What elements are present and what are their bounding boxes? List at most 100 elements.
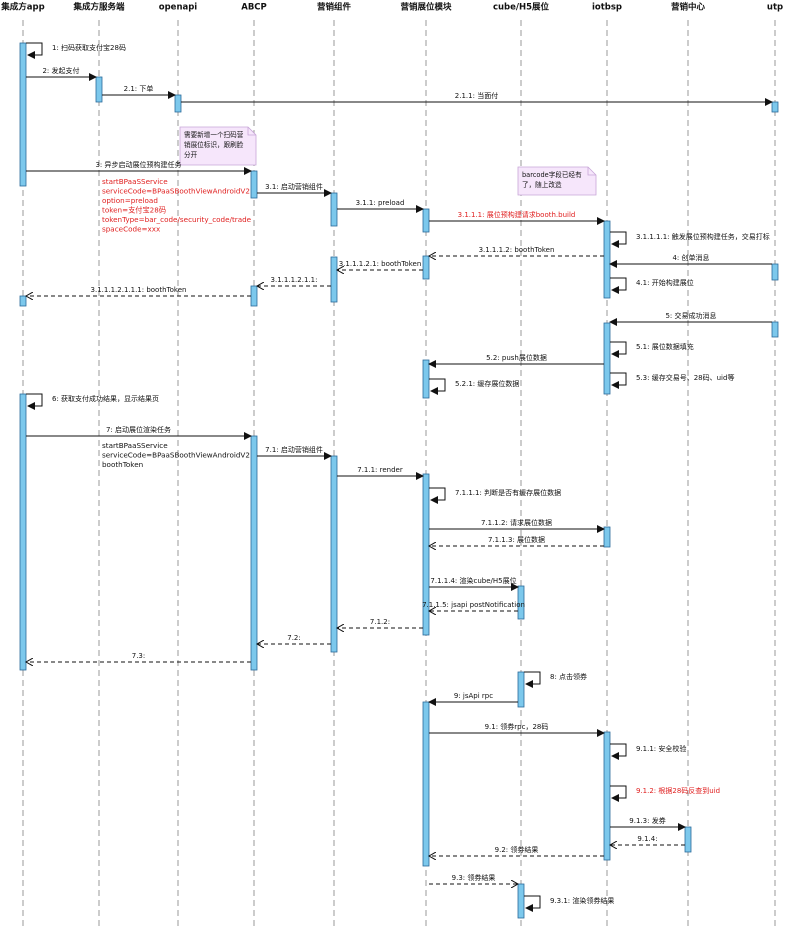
param-line: serviceCode=BPaaSBoothViewAndroidV2 (102, 187, 250, 196)
message[interactable]: 5.1: 展位数据填充 (610, 341, 694, 358)
participant-booth[interactable]: 营销展位模块 (387, 0, 465, 15)
participant-iotbsp[interactable]: iotbsp (568, 0, 646, 15)
message[interactable]: 7.1.1.4: 渲染cube/H5展位 (429, 576, 519, 591)
message[interactable]: 3.1.1.1.2: boothToken (429, 246, 604, 256)
message-label: 5.1: 展位数据填充 (636, 342, 694, 351)
message-label: 3.1.1.1.2.1: boothToken (339, 260, 422, 268)
participant-openapi[interactable]: openapi (139, 0, 217, 15)
message[interactable]: 9.1.2: 根据28码反查到uid (610, 785, 720, 802)
participant-name: openapi (159, 3, 198, 13)
message[interactable]: 7.1: 启动营销组件 (257, 445, 332, 460)
message-label: 2: 发起支付 (42, 66, 79, 75)
message[interactable]: 9.1.3: 发券 (610, 816, 686, 831)
message[interactable]: 7.1.1.3: 展位数据 (429, 535, 604, 546)
participant-app[interactable]: 集成方app (0, 0, 62, 15)
message[interactable]: 9.3: 领券结果 (429, 873, 518, 884)
message[interactable]: 9.1.1: 安全校验 (610, 743, 686, 760)
note-line: 需要新增一个扫码营 (184, 130, 244, 139)
message[interactable]: 5.2.1: 缓存展位数据 (429, 378, 519, 395)
message[interactable]: 3.1.1.1.2.1.1: (257, 276, 331, 286)
message[interactable]: 6: 获取支付成功结果，显示结果页 (26, 393, 159, 410)
message[interactable]: 5.2: push展位数据 (428, 353, 604, 368)
message[interactable]: 7.1.1.1: 判断是否有缓存展位数据 (429, 487, 561, 504)
self-call-arrow (524, 671, 541, 688)
self-call-arrow (26, 393, 43, 410)
participant-server[interactable]: 集成方服务端 (60, 0, 138, 15)
message[interactable]: 9.1.4: (610, 835, 685, 845)
participant-abcp[interactable]: ABCP (215, 0, 293, 15)
message[interactable]: 9.1: 领券rpc，28码 (429, 722, 605, 737)
note-line: 了，随上改造 (522, 180, 562, 189)
message[interactable]: 3.1.1.1.1: 触发展位预构建任务，交易打标 (610, 231, 770, 248)
message-label: 5.3: 缓存交易号、28码、uid等 (636, 373, 734, 382)
participant-utp[interactable]: utp (736, 0, 800, 15)
param-block: startBPaaSServiceserviceCode=BPaaSBoothV… (102, 441, 250, 469)
message-label: 5.2: push展位数据 (486, 353, 547, 362)
message-label: 4: 创单消息 (672, 253, 709, 262)
message[interactable]: 2: 发起支付 (26, 66, 97, 81)
self-call-arrow (610, 231, 627, 248)
message-label: 9.3: 领券结果 (452, 873, 496, 882)
activation-bar (422, 473, 430, 636)
message[interactable]: 3.1.1.1.2.1.1.1: boothToken (26, 286, 251, 296)
message[interactable]: 4: 创单消息 (609, 253, 772, 268)
self-call-arrow (610, 743, 627, 760)
message[interactable]: 7: 启动展位渲染任务 (26, 425, 252, 440)
message[interactable]: 7.1.1.2: 请求展位数据 (429, 518, 605, 533)
message-label: 2.1.1: 当面付 (455, 91, 498, 100)
message[interactable]: 2.1.1: 当面付 (181, 91, 773, 106)
participant-center[interactable]: 营销中心 (649, 0, 727, 15)
message-label: 9.2: 领券结果 (495, 845, 539, 854)
participant-mkt[interactable]: 营销组件 (295, 0, 373, 15)
message-label: 7.2: (287, 634, 301, 642)
message[interactable]: 9.2: 领券结果 (429, 845, 604, 856)
self-call-arrow (524, 895, 541, 912)
message[interactable]: 3.1: 启动营销组件 (257, 182, 332, 197)
participant-name: iotbsp (592, 3, 622, 13)
message-label: 9.1.1: 安全校验 (636, 744, 686, 753)
message[interactable]: 2.1: 下单 (102, 84, 176, 99)
message[interactable]: 7.1.1: render (337, 466, 424, 480)
self-call-arrow (610, 341, 627, 358)
message-label: 3.1: 启动营销组件 (265, 182, 323, 191)
message-label: 7.1.1.1: 判断是否有缓存展位数据 (455, 488, 561, 497)
message-label: 1: 扫码获取支付宝28码 (52, 43, 126, 52)
activation-bar (422, 208, 430, 233)
message[interactable]: 8: 点击领券 (524, 671, 587, 688)
message[interactable]: 3.1.1.1: 展位预构建请求booth.build (429, 210, 605, 225)
message-label: 3.1.1: preload (356, 199, 405, 207)
message[interactable]: 9: jsApi rpc (428, 692, 518, 706)
activation-bar (330, 256, 338, 303)
message-label: 3.1.1.1.2.1.1.1: boothToken (91, 286, 187, 294)
message-label: 2.1: 下单 (124, 84, 154, 93)
message-label: 3.1.1.1.1: 触发展位预构建任务，交易打标 (636, 232, 770, 241)
message-label: 9: jsApi rpc (454, 692, 493, 700)
activation-bar (422, 701, 430, 867)
activation-bar (95, 76, 103, 103)
message[interactable]: 4.1: 开始构建展位 (610, 277, 694, 294)
message[interactable]: 9.3.1: 渲染领券结果 (524, 895, 614, 912)
self-call-arrow (610, 785, 627, 802)
message[interactable]: 7.1.2: (337, 618, 423, 628)
message[interactable]: 3: 异步启动展位预构建任务 (26, 160, 252, 175)
message[interactable]: 1: 扫码获取支付宝28码 (26, 42, 126, 59)
message[interactable]: 7.2: (257, 634, 331, 644)
message[interactable]: 3.1.1.1.2.1: boothToken (337, 260, 423, 270)
message[interactable]: 7.3: (26, 652, 251, 662)
message[interactable]: 5: 交易成功消息 (609, 311, 772, 326)
message-label: 7.1.2: (370, 618, 390, 626)
message[interactable]: 3.1.1: preload (337, 199, 424, 213)
participant-name: utp (767, 3, 783, 13)
activation-bar (603, 220, 611, 299)
message[interactable]: 7.1.1.5: jsapi postNotification (422, 601, 525, 611)
self-call-arrow (429, 378, 446, 395)
param-line: token=支付宝28码 (102, 206, 166, 215)
message[interactable]: 5.3: 缓存交易号、28码、uid等 (610, 372, 734, 389)
participant-cube[interactable]: cube/H5展位 (482, 0, 560, 15)
activation-bar (771, 101, 779, 113)
self-call-arrow (429, 487, 446, 504)
param-line: startBPaaSService (102, 177, 168, 186)
